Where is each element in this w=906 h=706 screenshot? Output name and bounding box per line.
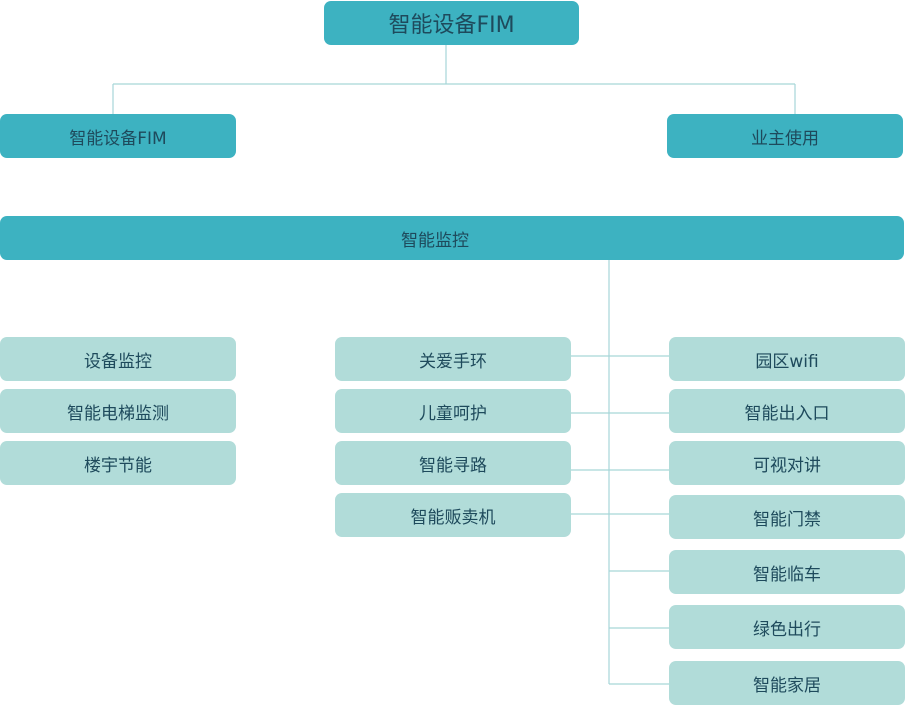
node-right-item: 智能出入口 (669, 389, 905, 433)
node-right-item: 绿色出行 (669, 605, 905, 649)
node-mid-item: 智能寻路 (335, 441, 571, 485)
node-mid-item: 儿童呵护 (335, 389, 571, 433)
node-mid-item: 智能贩卖机 (335, 493, 571, 537)
node-device-fim: 智能设备FIM (0, 114, 236, 158)
node-right-item: 智能家居 (669, 661, 905, 705)
node-right-item: 园区wifi (669, 337, 905, 381)
node-mid-item: 关爱手环 (335, 337, 571, 381)
node-owner-use: 业主使用 (667, 114, 903, 158)
node-right-item: 智能临车 (669, 550, 905, 594)
node-left-item: 智能电梯监测 (0, 389, 236, 433)
node-smart-monitor: 智能监控 (0, 216, 904, 260)
node-right-item: 智能门禁 (669, 495, 905, 539)
node-left-item: 设备监控 (0, 337, 236, 381)
node-left-item: 楼宇节能 (0, 441, 236, 485)
root-node: 智能设备FIM (324, 1, 579, 45)
node-right-item: 可视对讲 (669, 441, 905, 485)
